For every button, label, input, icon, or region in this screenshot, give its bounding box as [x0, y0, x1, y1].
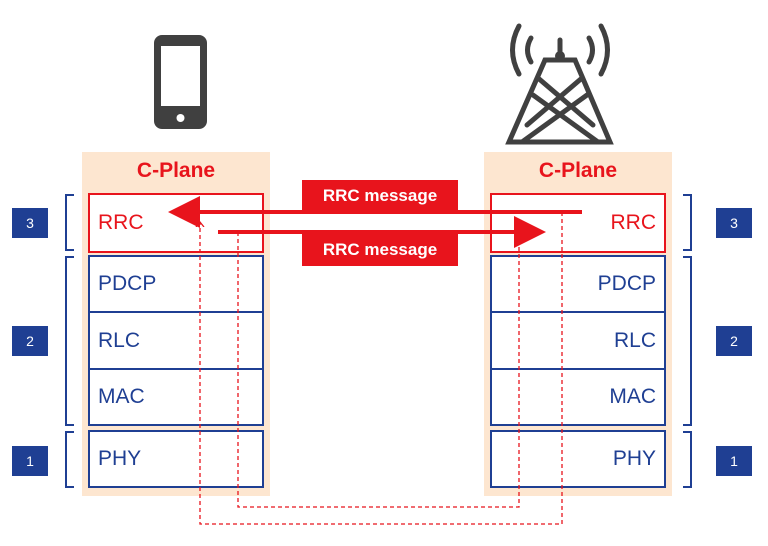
- right-layer-phy: PHY: [490, 430, 666, 488]
- right-badge-layer-2: 2: [716, 326, 752, 356]
- left-layer-rlc: RLC: [88, 311, 264, 370]
- left-plane-title: C-Plane: [136, 159, 216, 182]
- left-layer-pdcp: PDCP: [88, 255, 264, 313]
- right-layer-mac: MAC: [490, 368, 666, 426]
- right-badge-layer-1: 1: [716, 446, 752, 476]
- right-badge-layer-3: 3: [716, 208, 752, 238]
- left-badge-layer-2: 2: [12, 326, 48, 356]
- left-badge-layer-3: 3: [12, 208, 48, 238]
- left-badge-layer-1: 1: [12, 446, 48, 476]
- rrc-message-label-downlink: RRC message: [302, 180, 458, 212]
- rrc-message-label-uplink: RRC message: [302, 234, 458, 266]
- left-layer-rrc: RRC: [88, 193, 264, 253]
- right-layer-rlc: RLC: [490, 311, 666, 370]
- left-layer-phy: PHY: [88, 430, 264, 488]
- right-plane-title: C-Plane: [538, 159, 618, 182]
- right-layer-rrc: RRC: [490, 193, 666, 253]
- left-layer-mac: MAC: [88, 368, 264, 426]
- right-layer-pdcp: PDCP: [490, 255, 666, 313]
